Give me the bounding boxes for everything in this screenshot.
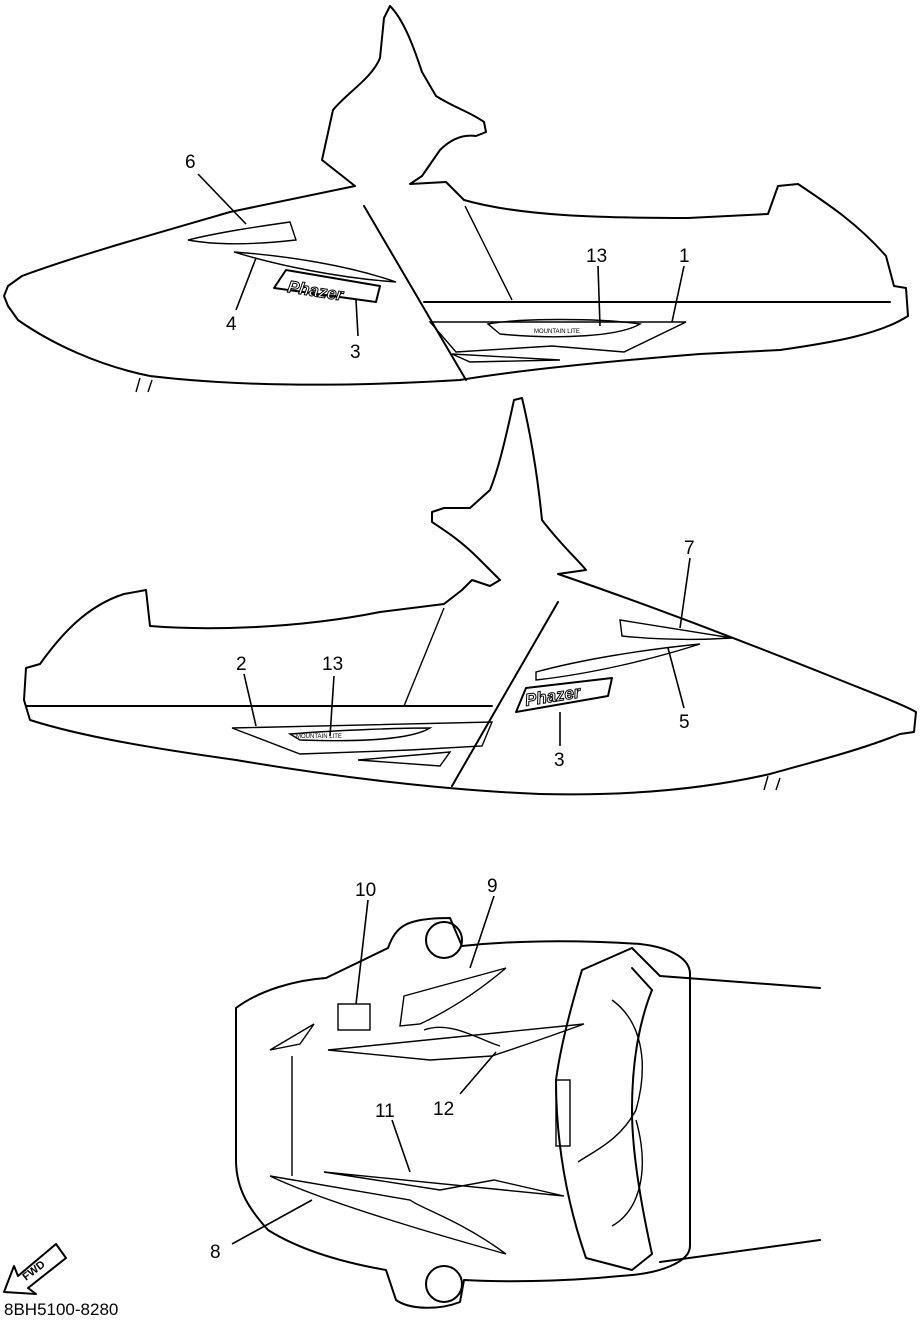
forward-arrow: FWD [3,1243,67,1295]
rear-seam [464,205,513,301]
decal-8-stripe [269,1175,507,1255]
callout-3: 3 [350,342,361,363]
callout-8: 8 [210,1242,221,1263]
leader-11 [391,1119,411,1173]
leader-3-top [355,299,359,337]
decal-9-stripe [399,967,507,1027]
decal-3-logo-plate [273,269,381,303]
hood-mount-notch [135,377,153,393]
callout-7: 7 [684,538,695,559]
callout-9: 9 [487,876,498,897]
leader-6 [197,173,247,225]
callout-1: 1 [679,246,690,267]
right-side-seam [451,601,559,787]
reference-code: 8BH5100-8280 [4,1300,119,1319]
callout-6: 6 [185,152,196,173]
decal-5-stripe [535,643,701,681]
leader-13-mid [329,675,335,737]
fwd-label: FWD [20,1258,47,1283]
leader-9 [469,895,495,969]
callout-13-mid: 13 [322,654,343,675]
side-panel-seam [363,205,467,381]
callout-12: 12 [433,1099,454,1120]
decal-3-logo-text: Phazer [286,277,345,305]
callout-3-mid: 3 [554,750,565,771]
decal-7-stripe [619,619,733,640]
decal-3-logo-plate-right [515,677,613,713]
decal-2-stripe [231,721,494,755]
decal-lower-strip-right [357,751,452,767]
callout-2: 2 [236,654,247,675]
right-rear-seam [403,607,445,707]
callout-5: 5 [679,712,690,733]
decal-10-patch [337,1003,371,1031]
leader-10 [355,899,369,1005]
right-side-view: MOUNTAIN LITE Phazer 2 13 7 5 3 [23,397,917,796]
decal-2-inner [287,727,433,742]
decal-lower-strip [451,353,561,363]
right-hood-mount-notch [763,775,781,791]
headlight-pod-top [425,921,463,959]
windshield-inner [577,999,643,1227]
left-side-view: Phazer MOUNTAIN LITE 6 4 3 13 1 [3,5,909,393]
top-hood-outline [235,917,691,1309]
top-down-view: 10 9 12 11 8 [210,876,821,1309]
decal-13-right-text: MOUNTAIN LITE [296,734,342,740]
callout-11: 11 [375,1101,395,1122]
callout-10: 10 [355,880,376,901]
leader-1 [671,265,685,323]
decal-4-stripe [233,251,397,283]
leader-5 [667,647,685,709]
decal-1-stripe [428,321,687,353]
left-side-hood-outline [3,5,909,386]
leader-12 [459,1051,497,1095]
decal-12-inner [423,1026,501,1047]
leader-8 [231,1199,313,1245]
windshield-outline [555,947,821,1271]
callout-4: 4 [226,314,237,335]
decal-upper-left-stripe [269,1023,315,1051]
leader-7 [679,557,691,629]
headlight-pod-bottom [425,1265,463,1303]
fwd-arrow-icon [3,1243,67,1295]
decal-6-stripe [187,221,297,245]
decal-13-text: MOUNTAIN LITE [534,329,580,335]
callout-13: 13 [586,246,607,267]
leader-13-top [597,265,601,327]
vent-slot [555,1079,571,1147]
leader-2 [243,673,257,727]
decal-11-stripe [323,1171,565,1197]
decal-1-inner [486,318,643,338]
leader-4 [235,257,257,311]
right-side-hood-outline [23,397,917,796]
